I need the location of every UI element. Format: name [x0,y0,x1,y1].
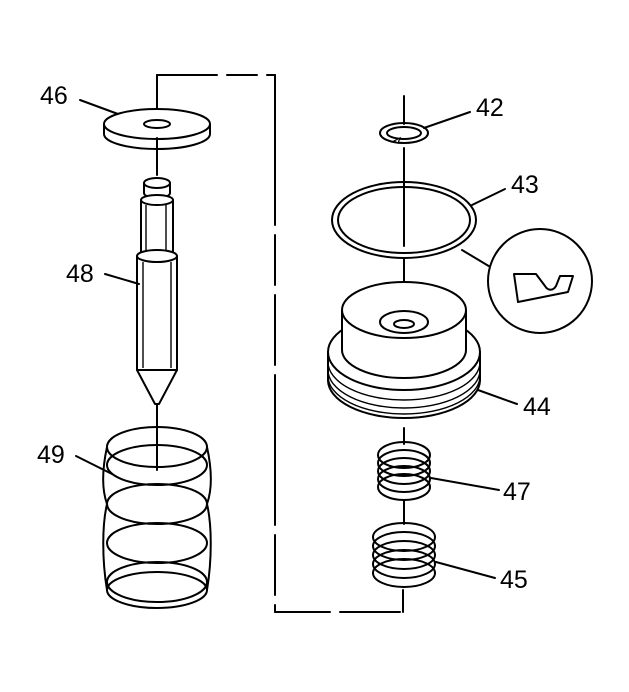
callout-46: 46 [40,82,68,110]
small-spring-part-47 [377,441,431,525]
callout-48: 48 [66,260,94,288]
leader-lines [75,99,518,579]
o-ring-part-43 [331,147,477,294]
callout-49: 49 [37,441,65,469]
snap-ring-part-42 [379,95,429,144]
callout-44: 44 [523,393,551,421]
piston-part-44 [327,281,481,445]
seal-detail-view [461,228,593,334]
callout-45: 45 [500,566,528,594]
callout-47: 47 [503,478,531,506]
callout-42: 42 [476,94,504,122]
assembly-connector-line [156,74,404,613]
callout-43: 43 [511,171,539,199]
pin-part-48 [136,177,178,471]
large-spring-part-49 [102,426,212,609]
spring-part-45 [372,522,436,588]
washer-part-46 [103,108,211,176]
